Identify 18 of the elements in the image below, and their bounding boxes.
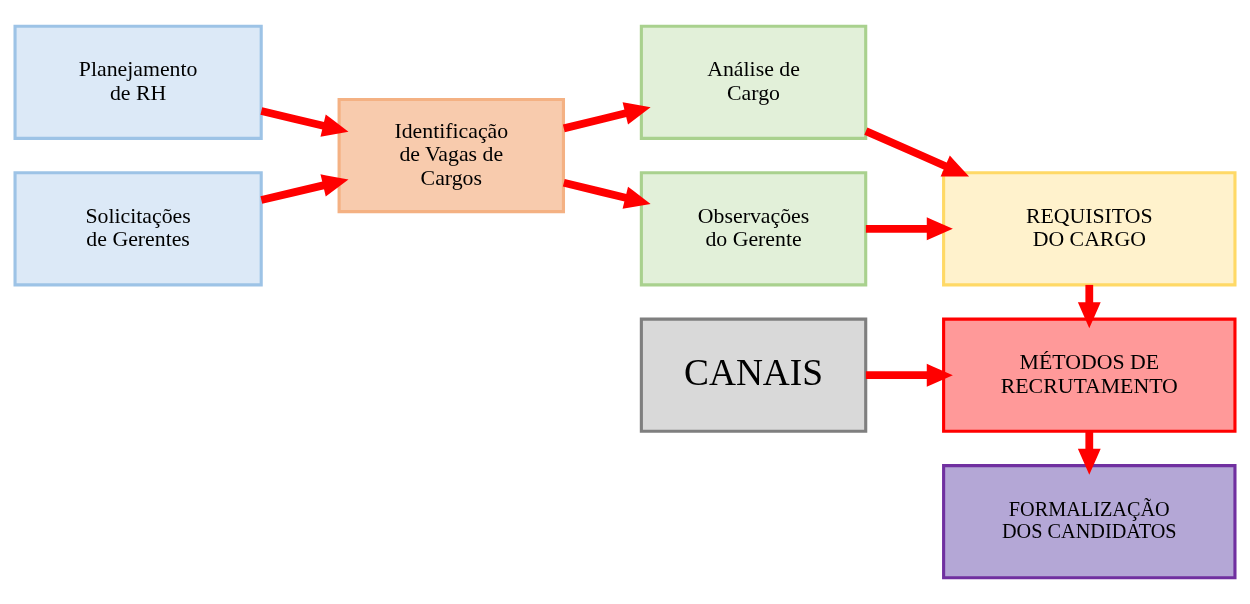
- arrow: [865, 363, 953, 387]
- arrow: [864, 127, 970, 177]
- arrow: [562, 102, 651, 133]
- node-box: CANAIS: [639, 317, 868, 433]
- node-box: Planejamento de RH: [13, 24, 263, 140]
- node-box: FORMALIZAÇÃO DOS CANDIDATOS: [942, 464, 1237, 580]
- node-box: Observações do Gerente: [639, 171, 868, 287]
- node-box: MÉTODOS DE RECRUTAMENTO: [942, 317, 1237, 433]
- node-box: REQUISITOS DO CARGO: [942, 171, 1237, 287]
- node-box: Identificação de Vagas de Cargos: [337, 97, 565, 214]
- arrow: [865, 217, 953, 241]
- node-box: Análise de Cargo: [639, 24, 868, 140]
- node-box: Solicitações de Gerentes: [13, 171, 263, 287]
- arrow: [1077, 284, 1101, 329]
- arrow: [562, 178, 651, 209]
- arrow: [260, 174, 349, 204]
- arrow: [260, 107, 349, 137]
- arrow: [1077, 431, 1101, 475]
